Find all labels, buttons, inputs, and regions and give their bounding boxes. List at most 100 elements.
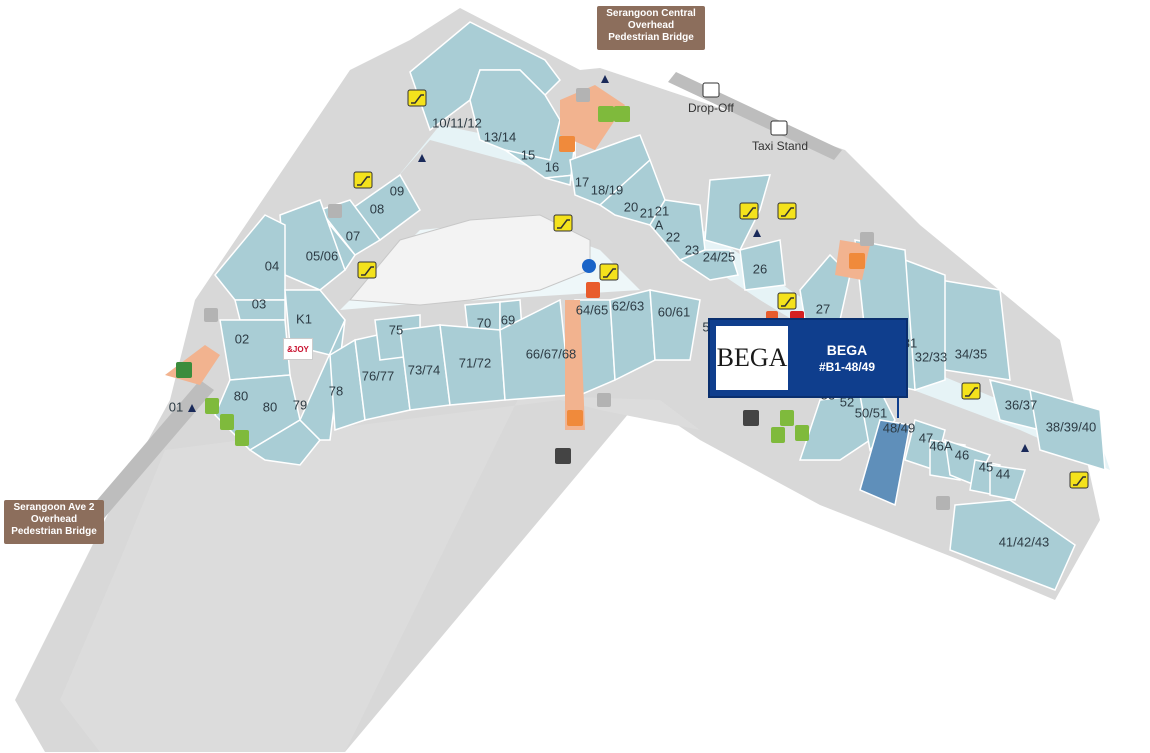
lift-icon [555, 448, 571, 464]
unit-label: 78 [329, 383, 343, 398]
unit-shape[interactable] [649, 199, 706, 261]
unit-label: 76/77 [362, 368, 395, 383]
unit-label: 18/19 [591, 182, 624, 197]
escalator-icon [739, 202, 759, 220]
lift-icon [567, 410, 583, 426]
store-callout[interactable]: BEGA BEGA #B1-48/49 [708, 318, 908, 398]
unit-shape[interactable] [939, 279, 1011, 381]
unit-label: 07 [346, 228, 360, 243]
unit-label: 73/74 [408, 362, 441, 377]
unit-label: K1 [296, 311, 312, 326]
escalator-icon [777, 292, 797, 310]
unit-label: 64/65 [576, 302, 609, 317]
unit-label: 02 [235, 331, 249, 346]
direction-arrows [188, 75, 1029, 452]
unit-shape[interactable] [649, 289, 701, 361]
staircase-icon [576, 88, 590, 102]
unit-label: 23 [685, 242, 699, 257]
unit-label: 08 [370, 201, 384, 216]
escalator-icon [357, 261, 377, 279]
staircase-icon [204, 308, 218, 322]
escalator-icons [353, 89, 1089, 489]
unit-label: 21 [640, 205, 654, 220]
unit-label: 75 [389, 322, 403, 337]
lift-icon [559, 136, 575, 152]
direction-arrow-icon [601, 75, 609, 83]
unit-shape[interactable] [248, 419, 322, 466]
serangoon-central-bridge-label: Serangoon Central Overhead Pedestrian Br… [597, 6, 705, 50]
staircase-icon [860, 232, 874, 246]
unit-shape[interactable] [214, 214, 286, 301]
lift-icon [176, 362, 192, 378]
unit-label: 27 [816, 301, 830, 316]
store-name: BEGA [826, 342, 868, 358]
unit-label: 52 [840, 394, 854, 409]
toilet-icon [598, 106, 614, 122]
information-icon [582, 259, 596, 273]
staircase-icons [204, 88, 950, 510]
taxi-icon [770, 120, 788, 136]
store-logo: BEGA [716, 326, 788, 390]
escalator-icon [777, 202, 797, 220]
unit-shape[interactable] [1029, 388, 1106, 472]
left-walkway [80, 380, 214, 530]
unit-label: 60/61 [658, 304, 691, 319]
unit-label: 45 [979, 459, 993, 474]
unit-label: 05/06 [306, 248, 339, 263]
direction-arrow-icon [753, 229, 761, 237]
car-icon [702, 82, 720, 98]
unit-label: 20 [624, 199, 638, 214]
lower-floor-area [60, 395, 700, 752]
store-unit-code: #B1-48/49 [818, 360, 876, 374]
atm-icon [586, 282, 600, 298]
nursing-room-icon [771, 427, 785, 443]
unit-shape[interactable] [739, 239, 786, 291]
service-core [565, 300, 585, 430]
unit-label: 24/25 [703, 249, 736, 264]
unit-label: 66/67/68 [526, 346, 577, 361]
serangoon-ave2-bridge-label: Serangoon Ave 2 Overhead Pedestrian Brid… [4, 500, 104, 544]
unit-label: 13/14 [484, 129, 517, 144]
lift-icons [176, 136, 865, 464]
escalator-icon [353, 171, 373, 189]
unit-shape[interactable] [949, 499, 1076, 591]
unit-label: 44 [996, 466, 1010, 481]
unit-shape[interactable] [704, 174, 772, 251]
staircase-icon [597, 393, 611, 407]
taxi-stand-label: Taxi Stand [752, 139, 809, 153]
unit-label: 38/39/40 [1046, 419, 1097, 434]
service-core [560, 85, 625, 150]
unit-label: 50/51 [855, 405, 888, 420]
unit-label: 47 [919, 430, 933, 445]
unit-label: 80 [234, 388, 248, 403]
unit-label: 71/72 [459, 355, 492, 370]
direction-arrow-icon [1021, 444, 1029, 452]
unit-shape[interactable] [678, 249, 739, 281]
unit-label: 10/11/12 [432, 115, 482, 130]
drop-off-label: Drop-Off [688, 101, 734, 115]
unit-label: 46 [955, 447, 969, 462]
store-logo-text: BEGA [716, 343, 788, 372]
unit-label: 62/63 [612, 298, 645, 313]
escalator-icon [553, 214, 573, 232]
highlighted-unit-48-49[interactable] [859, 419, 911, 507]
unit-label: 36/37 [1005, 397, 1038, 412]
toilet-icon [235, 430, 249, 446]
unit-label: 5 [702, 319, 709, 334]
accessible-toilet-icon [795, 425, 809, 441]
tenant-units [214, 21, 1106, 591]
toilet-icons [205, 106, 809, 446]
unit-label: 70 [477, 315, 491, 330]
unit-label: 17 [575, 174, 589, 189]
unit-label: 04 [265, 258, 279, 273]
atrium-void [348, 214, 591, 306]
accessible-toilet-icon [614, 106, 630, 122]
lift-icon [743, 410, 759, 426]
unit-label: 15 [521, 147, 535, 162]
unit-label: 03 [252, 296, 266, 311]
nursing-room-icon [205, 398, 219, 414]
unit-label: 79 [293, 397, 307, 412]
unit-shape[interactable] [989, 464, 1026, 501]
unit-shape[interactable] [219, 319, 291, 381]
unit-label: 41/42/43 [999, 534, 1050, 549]
